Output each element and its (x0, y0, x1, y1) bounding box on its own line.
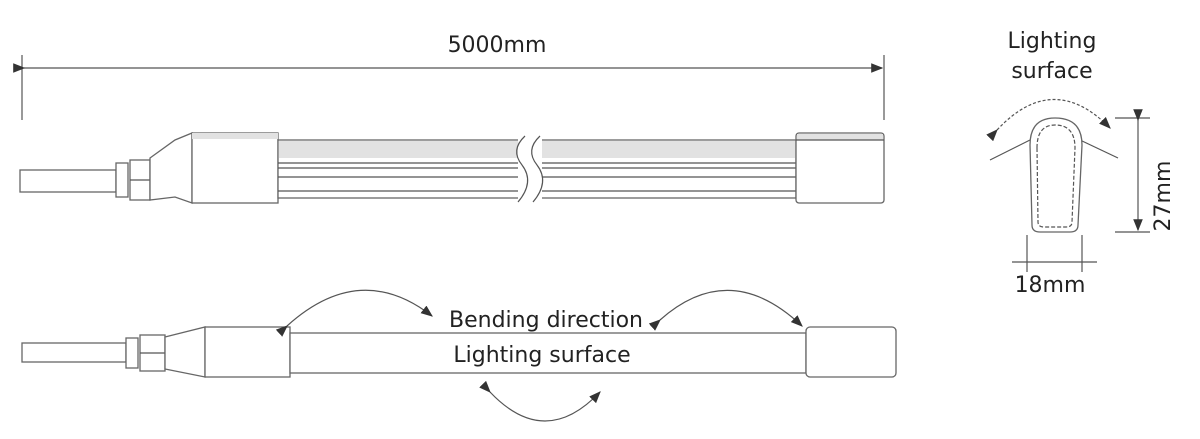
left-end-cap (204, 326, 291, 378)
bend-arrow-bottom (479, 380, 601, 422)
surface-label-line1: Lighting (1008, 29, 1097, 54)
cable (21, 342, 127, 363)
top-view: 5000mm (13, 33, 885, 204)
lighting-surface-label: Lighting surface (453, 343, 630, 368)
connector (125, 334, 166, 372)
right-end-cap (805, 326, 897, 378)
profile-outline (1029, 117, 1083, 233)
tube-body (277, 135, 797, 203)
break-mark (516, 135, 529, 203)
lighting-arc (986, 98, 1111, 142)
height-label: 27mm (1151, 161, 1176, 232)
tube-body (289, 332, 807, 374)
tapered-cap (164, 326, 206, 378)
width-label: 18mm (1015, 273, 1086, 298)
length-label: 5000mm (448, 33, 547, 58)
bend-arrow-left (275, 289, 433, 337)
connector (115, 159, 151, 201)
bend-arrow-right (648, 289, 803, 331)
bending-direction-label: Bending direction (449, 308, 643, 333)
tapered-cap (149, 132, 193, 204)
length-dimension: 5000mm (13, 33, 885, 120)
height-dimension: 27mm (1115, 109, 1176, 233)
surface-label-line2: surface (1011, 59, 1092, 84)
left-end-cap (191, 132, 279, 204)
cable (19, 169, 117, 193)
side-view: Bending direction Lighting surface (21, 289, 897, 422)
right-end-cap (795, 132, 885, 204)
cross-section: Lighting surface 27mm 18mm (986, 29, 1176, 298)
width-dimension: 18mm (1012, 235, 1097, 298)
